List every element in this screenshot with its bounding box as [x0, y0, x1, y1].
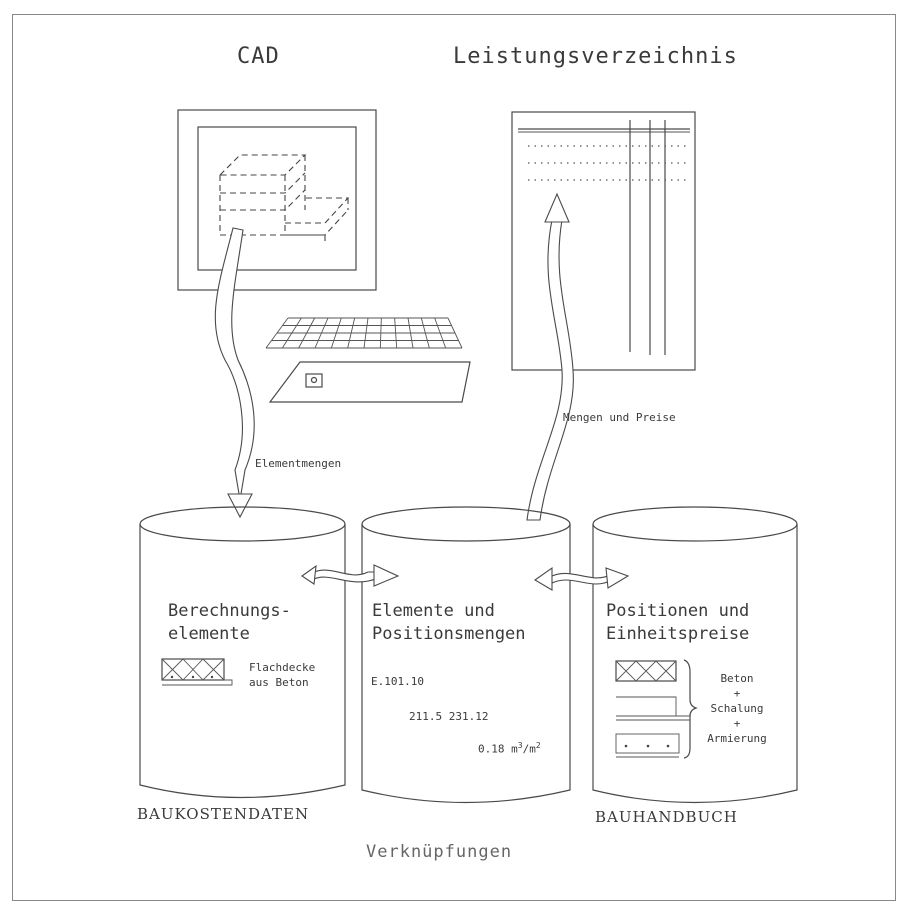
cylinder-left [139, 506, 346, 799]
mouse-pad [268, 361, 471, 403]
right-heading: Positionen und Einheitspreise [606, 600, 749, 646]
link-arrow-right [533, 566, 630, 591]
flachdecke-symbol [161, 658, 233, 686]
right-item-schalung: Schalung [710, 702, 764, 715]
left-example: Flachdecke aus Beton [249, 660, 315, 690]
right-heading-line1: Positionen und [606, 601, 750, 621]
cylinder-right [592, 506, 798, 804]
left-example-line1: Flachdecke [249, 661, 316, 674]
link-arrow-left [301, 564, 400, 587]
middle-code: E.101.10 [371, 675, 424, 688]
cad-monitor [177, 109, 377, 291]
middle-heading: Elemente und Positionsmengen [372, 600, 526, 646]
bauhandbuch-label: BAUHANDBUCH [595, 808, 738, 826]
beton-symbol [615, 660, 677, 682]
schalung-symbol [616, 696, 690, 721]
right-item-armierung: Armierung [707, 732, 767, 745]
armierung-symbol [615, 733, 680, 758]
middle-heading-line1: Elemente und [372, 601, 495, 621]
baukostendaten-label: BAUKOSTENDATEN [137, 805, 310, 823]
right-item-plus1: + [733, 687, 741, 700]
cad-title: CAD [237, 44, 280, 69]
right-items: Beton + Schalung + Armierung [707, 671, 767, 746]
mengen-preise-label: Mengen und Preise [563, 411, 676, 424]
figure-frame [12, 14, 896, 901]
mengen-preise-arrow [526, 192, 574, 521]
right-heading-line2: Einheitspreise [606, 624, 750, 644]
lv-sheet [511, 111, 696, 371]
elementmengen-arrow [214, 227, 255, 519]
keyboard-grid [265, 317, 463, 349]
left-example-line2: aus Beton [249, 676, 309, 689]
left-heading-line1: Berechnungs- [168, 601, 291, 621]
middle-ratio: 0.18 m3/m2 [478, 738, 541, 757]
left-heading: Berechnungs- elemente [168, 600, 291, 646]
dashed-3d-model [218, 154, 350, 245]
ratio-exp2: 2 [535, 741, 541, 750]
ratio-base: 0.18 m [478, 742, 518, 756]
cylinder-middle [361, 506, 571, 804]
left-heading-line2: elemente [168, 624, 250, 644]
ratio-mid: /m [522, 742, 536, 756]
ratio-exp1: 3 [517, 741, 523, 750]
verknuepfungen-label: Verknüpfungen [366, 842, 513, 862]
elementmengen-label: Elementmengen [255, 457, 342, 470]
brace-symbol [683, 659, 698, 759]
lv-title: Leistungsverzeichnis [453, 44, 738, 69]
right-item-beton: Beton [720, 672, 754, 685]
middle-heading-line2: Positionsmengen [372, 624, 526, 644]
right-item-plus2: + [733, 717, 741, 730]
middle-numbers: 211.5 231.12 [409, 710, 489, 723]
